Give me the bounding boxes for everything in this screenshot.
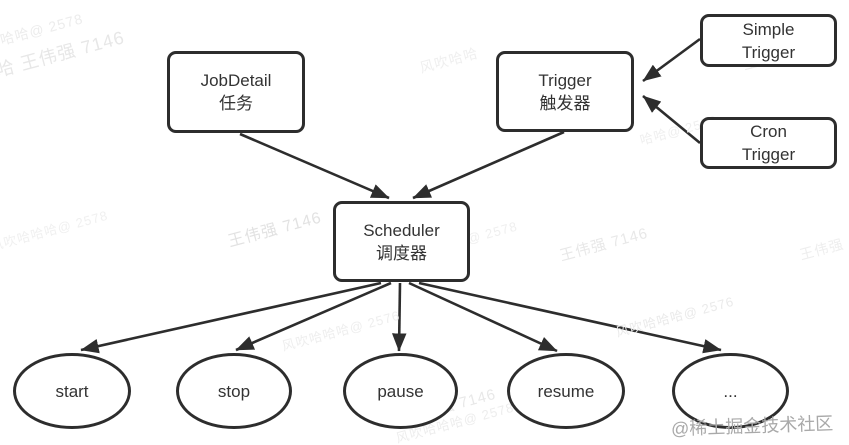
node-more-label-0: ... [723,381,738,401]
edge-trigger-to-scheduler [412,130,565,200]
node-scheduler: Scheduler 调度器 [333,201,470,282]
node-stop-label-0: stop [217,381,251,401]
edge-cron-trigger-to-trigger [642,94,701,145]
node-simple-trigger-label-1: Trigger [741,42,796,62]
node-more: ... [672,353,789,429]
node-start: start [13,353,131,429]
node-jobdetail: JobDetail 任务 [167,51,305,133]
node-start-label-0: start [55,381,89,401]
node-simple-trigger-label-0: Simple [742,19,795,39]
node-resume: resume [507,353,625,429]
node-scheduler-label-1: 调度器 [376,243,427,263]
node-scheduler-label-0: Scheduler [363,220,440,240]
node-cron-trigger-label-0: Cron [750,122,787,141]
edge-jobdetail-to-scheduler [239,132,390,200]
node-cron-trigger-label-1: Trigger [741,145,796,164]
edge-scheduler-to-more [418,281,722,354]
node-jobdetail-label-1: 任务 [219,94,253,113]
node-trigger-label-1: 触发器 [539,93,591,113]
node-stop: stop [176,353,292,429]
edge-scheduler-to-stop [235,281,392,352]
edge-scheduler-to-resume [408,281,558,353]
node-trigger-label-0: Trigger [538,70,592,90]
edge-scheduler-to-pause [391,282,407,352]
node-jobdetail-label-0: JobDetail [200,71,272,90]
node-pause: pause [343,353,458,429]
edge-simple-trigger-to-trigger [642,37,701,83]
node-pause-label-0: pause [377,381,424,401]
node-resume-label-0: resume [537,381,595,401]
edge-scheduler-to-start [80,281,382,354]
node-trigger: Trigger 触发器 [496,51,634,132]
